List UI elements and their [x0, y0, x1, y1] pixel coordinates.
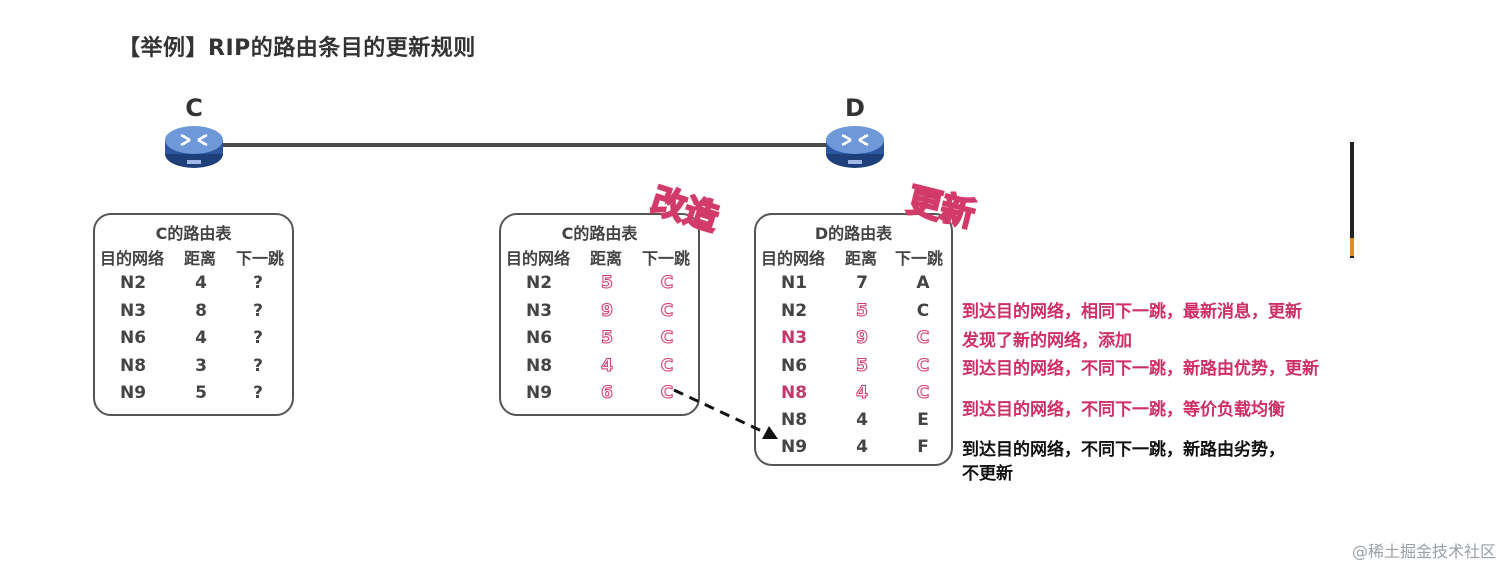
cell: N9: [119, 383, 147, 403]
cell: ?: [253, 273, 263, 293]
header-distance: 距离: [589, 249, 622, 268]
cell: F: [917, 437, 929, 457]
cell: N2: [780, 301, 808, 321]
note-equal-cost: 到达目的网络，不同下一跳，等价负载均衡: [962, 400, 1285, 420]
cell: N8: [780, 383, 808, 403]
cell: C: [660, 273, 674, 294]
cell: 8: [195, 301, 207, 321]
note-no-update: 不更新: [962, 464, 1013, 484]
note-same-next-hop: 到达目的网络，相同下一跳，最新消息，更新: [962, 302, 1302, 322]
cell: 4: [195, 273, 207, 293]
cell: ?: [253, 301, 263, 321]
cell: 5: [856, 301, 869, 322]
cell: 4: [856, 383, 869, 404]
cell: C: [916, 383, 930, 404]
cell: ?: [253, 383, 263, 403]
cell: 5: [856, 356, 869, 377]
table-title: C的路由表: [561, 224, 638, 243]
cell: C: [660, 383, 674, 404]
cell: 4: [195, 328, 207, 348]
header-next-hop: 下一跳: [641, 249, 690, 268]
cell: C: [660, 328, 674, 349]
cell: N6: [780, 356, 808, 376]
cell: ?: [253, 328, 263, 348]
cell: N2: [525, 273, 553, 293]
router-c-label: C: [185, 94, 203, 122]
cell: N3: [525, 301, 553, 321]
header-distance: 距离: [183, 249, 216, 268]
c-routing-table-modified: C的路由表 目的网络 距离 下一跳 N2 5 C N3 9 C N6 5 C N…: [499, 213, 700, 416]
cell: N6: [525, 328, 553, 348]
cell: N2: [119, 273, 147, 293]
header-destination: 目的网络: [760, 249, 825, 268]
cell: A: [916, 273, 930, 293]
note-new-network: 发现了新的网络，添加: [962, 331, 1132, 351]
cell: 4: [856, 410, 868, 430]
router-d-label: D: [845, 94, 865, 122]
router-icon: [165, 126, 223, 168]
cell: C: [916, 301, 930, 321]
cell: 5: [601, 328, 614, 349]
cell: E: [917, 410, 929, 430]
cell: 6: [601, 383, 614, 404]
note-better-route: 到达目的网络，不同下一跳，新路由优势，更新: [962, 359, 1319, 379]
cell: N3: [780, 328, 808, 348]
cell: N9: [780, 437, 808, 457]
cell: 9: [601, 301, 614, 322]
cell: ?: [253, 356, 263, 376]
cell: N6: [119, 328, 147, 348]
cell: N8: [119, 356, 147, 376]
cell: 4: [601, 356, 614, 377]
watermark: @稀土掘金技术社区: [1351, 542, 1496, 561]
router-icon: [826, 126, 884, 168]
table-title: C的路由表: [155, 224, 232, 243]
cell: 9: [856, 328, 869, 349]
cell: 7: [856, 273, 868, 293]
cell: N3: [119, 301, 147, 321]
arrow-icon: [673, 388, 778, 439]
cell: N8: [780, 410, 808, 430]
cell: C: [660, 356, 674, 377]
cell: 3: [195, 356, 207, 376]
table-title: D的路由表: [814, 224, 893, 243]
header-destination: 目的网络: [505, 249, 570, 268]
cell: N8: [525, 356, 553, 376]
d-routing-table-updated: D的路由表 目的网络 距离 下一跳 N1 7 A N2 5 C N3 9 C N…: [754, 213, 953, 466]
header-destination: 目的网络: [99, 249, 164, 268]
header-distance: 距离: [844, 249, 877, 268]
cell: C: [660, 301, 674, 322]
cell: C: [916, 328, 930, 349]
cell: C: [916, 356, 930, 377]
cell: 5: [601, 273, 614, 294]
page-title: 【举例】RIP的路由条目的更新规则: [118, 36, 476, 61]
cell: 4: [856, 437, 868, 457]
c-routing-table-original: C的路由表 目的网络 距离 下一跳 N2 4 ? N3 8 ? N6 4 ? N…: [93, 213, 294, 416]
note-worse-route: 到达目的网络，不同下一跳，新路由劣势，: [962, 440, 1285, 460]
edge-marker-accent: [1350, 238, 1354, 256]
network-link: [215, 143, 830, 147]
header-next-hop: 下一跳: [894, 249, 943, 268]
header-next-hop: 下一跳: [235, 249, 284, 268]
edge-marker: [1350, 142, 1354, 258]
cell: N9: [525, 383, 553, 403]
cell: N1: [780, 273, 808, 293]
cell: 5: [195, 383, 207, 403]
